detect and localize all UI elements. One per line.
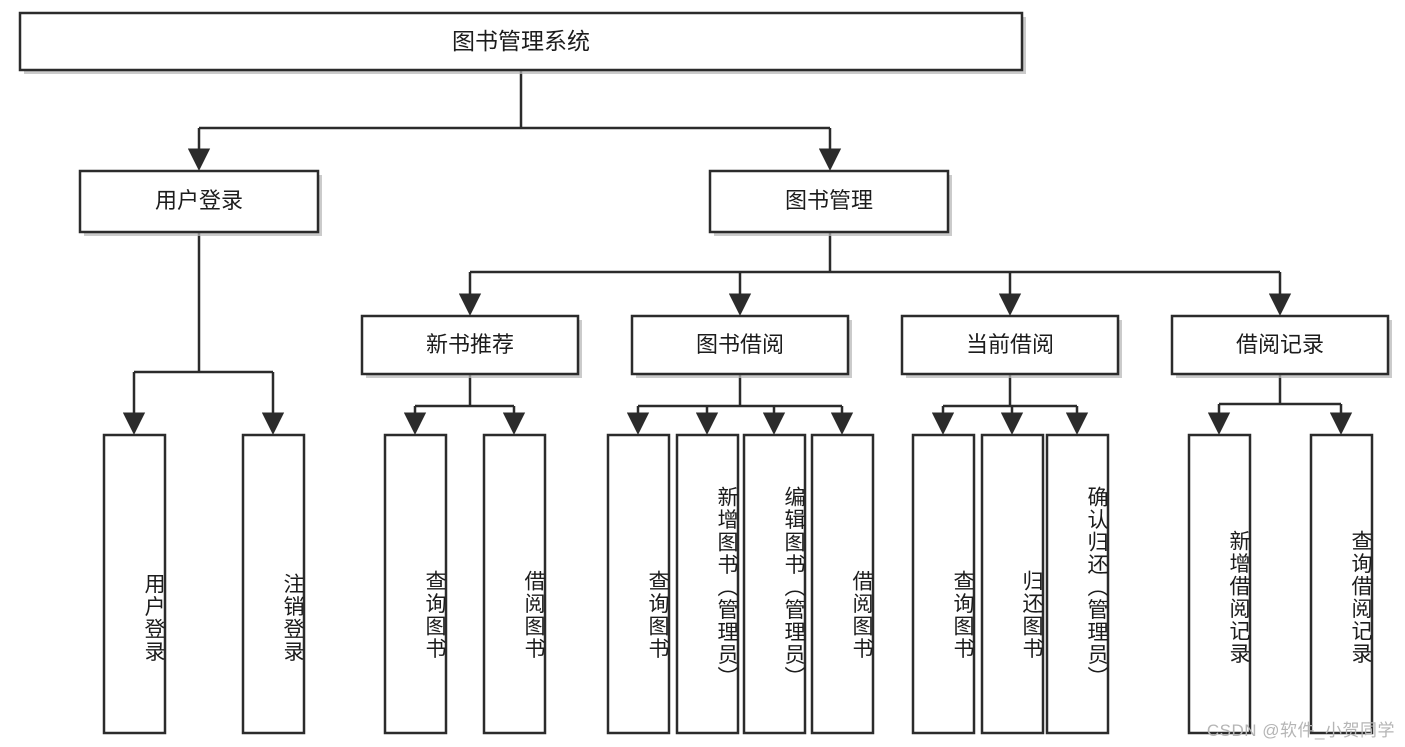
leaf-label-query-record: 查询借阅记录 [1349, 530, 1372, 665]
node-root-box [18, 11, 1024, 72]
leaf-label-query-book-2: 查询图书 [646, 570, 669, 660]
leaf-box-query-book-3[interactable] [911, 433, 976, 735]
node-book-management[interactable]: 图书管理 [708, 169, 952, 236]
connectors-new-book-recommend-to-leaves [403, 374, 526, 435]
node-user-login-box [78, 169, 320, 234]
leaf-label-confirm-return: 确认归还（管理员） [1085, 485, 1108, 689]
connectors-root-to-level2 [187, 70, 842, 171]
leaf-label-borrow-book-1: 借阅图书 [522, 570, 545, 660]
leaf-boxes [102, 433, 1374, 735]
node-new-book-recommend-box [360, 314, 580, 376]
leaf-label-add-record: 新增借阅记录 [1227, 530, 1250, 665]
leaf-box-add-record[interactable] [1187, 433, 1252, 735]
connectors-book-borrow-to-leaves [626, 374, 854, 435]
node-borrow-record-box [1170, 314, 1390, 376]
node-new-book-recommend[interactable]: 新书推荐 [360, 314, 582, 378]
node-root-label: 图书管理系统 [452, 28, 590, 54]
leaf-box-query-record[interactable] [1309, 433, 1374, 735]
leaf-box-logout[interactable] [241, 433, 306, 735]
node-book-management-label: 图书管理 [785, 188, 873, 213]
leaf-label-borrow-book-2: 借阅图书 [850, 570, 873, 660]
connectors-borrow-record-to-leaves [1207, 374, 1353, 435]
node-book-borrow-label: 图书借阅 [696, 332, 784, 357]
node-new-book-recommend-label: 新书推荐 [426, 332, 514, 357]
leaf-label-return-book: 归还图书 [1020, 570, 1043, 660]
node-current-borrow-box [900, 314, 1120, 376]
leaf-label-query-book-3: 查询图书 [951, 570, 974, 660]
leaf-box-borrow-book-2[interactable] [810, 433, 875, 735]
connectors-current-borrow-to-leaves [931, 374, 1089, 435]
node-book-borrow-box [630, 314, 850, 376]
leaf-label-user-login: 用户登录 [142, 572, 165, 663]
leaf-box-query-book-1[interactable] [383, 433, 448, 735]
leaf-box-return-book[interactable] [980, 433, 1045, 735]
node-current-borrow[interactable]: 当前借阅 [900, 314, 1122, 378]
node-borrow-record-label: 借阅记录 [1236, 332, 1324, 357]
leaf-box-user-login[interactable] [102, 433, 167, 735]
leaf-box-borrow-book-1[interactable] [482, 433, 547, 735]
csdn-watermark: CSDN @软件_小贺同学 [1206, 721, 1395, 740]
leaf-label-logout: 注销登录 [281, 572, 304, 663]
node-user-login[interactable]: 用户登录 [78, 169, 322, 236]
node-root[interactable]: 图书管理系统 [18, 11, 1026, 74]
node-current-borrow-label: 当前借阅 [966, 332, 1054, 357]
leaf-label-query-book-1: 查询图书 [423, 570, 446, 660]
leaf-box-add-book[interactable] [675, 433, 740, 735]
leaf-label-add-book: 新增图书（管理员） [715, 485, 738, 689]
leaf-box-query-book-2[interactable] [606, 433, 671, 735]
node-book-borrow[interactable]: 图书借阅 [630, 314, 852, 378]
node-user-login-label: 用户登录 [155, 188, 243, 213]
leaf-box-edit-book[interactable] [742, 433, 807, 735]
leaf-label-edit-book: 编辑图书（管理员） [782, 485, 805, 689]
connectors-book-management-to-level3 [458, 232, 1292, 316]
connectors-user-login-to-leaves [122, 232, 285, 435]
node-book-management-box [708, 169, 950, 234]
node-borrow-record[interactable]: 借阅记录 [1170, 314, 1392, 378]
leaf-box-confirm-return[interactable] [1045, 433, 1110, 735]
